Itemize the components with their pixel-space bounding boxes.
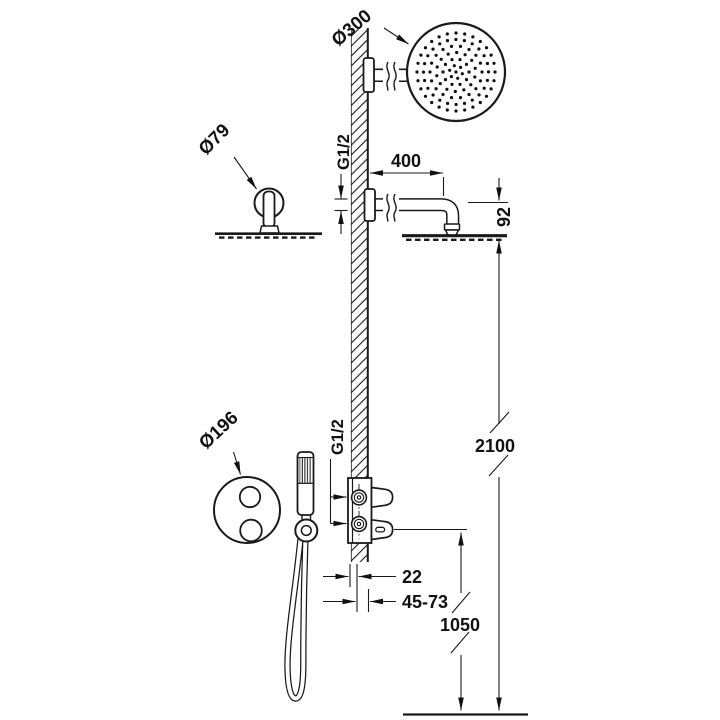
front-view-overhead-shower xyxy=(362,21,507,123)
thermostat-knob-bottom xyxy=(239,518,263,543)
handshower-spray-texture xyxy=(299,457,312,483)
pipe-break-squiggle xyxy=(386,193,390,222)
front-view-arm-escutcheon xyxy=(215,187,322,239)
valve-body xyxy=(347,477,373,544)
pipe-break-squiggle xyxy=(386,61,390,91)
break-slash xyxy=(489,411,510,434)
valve-port-top-screw xyxy=(356,495,362,500)
shower-head-nozzles xyxy=(415,31,497,113)
hose-fill xyxy=(285,538,308,701)
label-plate-diameter: Ø196 xyxy=(194,407,241,453)
dim-valve-height: 1050 xyxy=(440,615,480,635)
break-slash xyxy=(451,591,471,614)
break-slash xyxy=(450,631,470,654)
dim-head-drop: 92 xyxy=(494,207,514,227)
label-arm-thread: G1/2 xyxy=(335,134,353,170)
handheld-shower xyxy=(284,451,319,702)
pipe-break-gap xyxy=(383,196,399,214)
front-view-thermostat-plate xyxy=(213,476,281,544)
valve-knob-top xyxy=(370,486,394,509)
wall-flange xyxy=(362,57,375,93)
pipe-break-squiggle xyxy=(393,61,397,91)
side-view-shower-arm xyxy=(363,188,507,242)
leader-plate-diameter xyxy=(232,451,242,475)
arm-elbow-fill xyxy=(372,199,458,226)
wall-hatching xyxy=(351,28,368,562)
side-view-thermostat-valve xyxy=(347,477,394,544)
thermostat-knob-top xyxy=(238,485,262,509)
leader-escutcheon-diameter xyxy=(233,156,257,190)
label-escutcheon-diameter: Ø79 xyxy=(194,119,234,159)
pipe-break-squiggle xyxy=(393,193,397,222)
dim-rough-in-depth: 45-73 xyxy=(402,592,448,612)
dim-wall-offset: 22 xyxy=(402,567,422,587)
wall-section xyxy=(350,28,369,562)
valve-port-bottom-screw xyxy=(356,521,362,527)
thermostat-plate-circle xyxy=(213,476,281,544)
knob-slot xyxy=(375,526,386,533)
dim-total-height: 2100 xyxy=(475,436,515,456)
label-valve-thread: G1/2 xyxy=(329,419,347,455)
head-connector-nut xyxy=(443,223,461,231)
arm-end-view xyxy=(262,190,276,229)
head-connector-nut xyxy=(259,225,280,234)
wall-flange xyxy=(363,188,376,222)
leader-overhead-diameter xyxy=(383,27,409,45)
holder-ring-inner xyxy=(300,524,312,537)
dim-arm-length: 400 xyxy=(391,151,421,171)
break-slash xyxy=(488,454,509,477)
